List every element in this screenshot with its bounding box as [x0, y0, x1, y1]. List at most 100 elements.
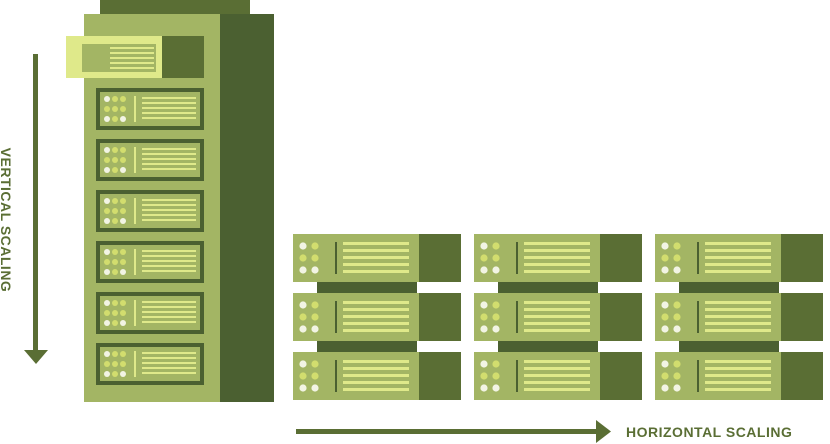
status-led: [299, 242, 307, 250]
status-led: [299, 372, 307, 380]
status-led: [112, 167, 118, 173]
status-led: [311, 372, 319, 380]
status-led: [311, 266, 319, 274]
horizontal-unit-stripe: [524, 249, 590, 252]
horizontal-unit-stripe: [524, 360, 590, 363]
tower-unit-stripe: [142, 97, 196, 99]
highlighted-unit-stripe: [110, 47, 154, 49]
status-led: [112, 157, 118, 163]
tower-unit-stripe: [142, 112, 196, 114]
status-led: [480, 372, 488, 380]
horizontal-unit-stripe: [524, 374, 590, 377]
horizontal-unit-stripe: [343, 388, 409, 391]
tower-top-cap: [100, 0, 250, 14]
status-led: [480, 313, 488, 321]
status-led: [311, 242, 319, 250]
highlighted-unit-side: [162, 36, 204, 78]
horizontal-unit-stripe: [705, 249, 771, 252]
horizontal-unit-stripe: [705, 329, 771, 332]
status-led: [104, 249, 110, 255]
horizontal-unit-stripe: [524, 242, 590, 245]
status-led: [112, 269, 118, 275]
tower-unit-stripe: [142, 250, 196, 252]
status-led: [480, 242, 488, 250]
tower-unit-divider: [134, 249, 136, 275]
horizontal-unit-stripe: [343, 249, 409, 252]
status-led: [299, 254, 307, 262]
horizontal-unit-stripe: [524, 308, 590, 311]
status-led: [480, 301, 488, 309]
horizontal-unit-stripe: [524, 301, 590, 304]
status-led: [673, 266, 681, 274]
status-led: [112, 106, 118, 112]
highlighted-unit-stripe: [110, 57, 154, 59]
horizontal-unit-stripe: [524, 256, 590, 259]
status-led: [673, 384, 681, 392]
tower-side-panel: [220, 14, 274, 402]
status-led: [104, 351, 110, 357]
horizontal-unit-divider: [516, 242, 518, 274]
status-led: [480, 384, 488, 392]
status-led: [104, 167, 110, 173]
status-led: [120, 351, 126, 357]
status-led: [120, 198, 126, 204]
tower-unit-stripe: [142, 168, 196, 170]
highlighted-unit-stripe: [110, 67, 154, 69]
status-led: [120, 106, 126, 112]
status-led: [480, 254, 488, 262]
tower-server-unit: [96, 241, 204, 283]
status-led: [673, 242, 681, 250]
tower-unit-stripe: [142, 357, 196, 359]
tower-unit-stripe: [142, 107, 196, 109]
status-led: [112, 371, 118, 377]
horizontal-unit-stripe: [524, 315, 590, 318]
tower-unit-stripe: [142, 204, 196, 206]
status-led: [299, 301, 307, 309]
status-led: [104, 310, 110, 316]
horizontal-unit-stripe: [705, 263, 771, 266]
horizontal-unit-stripe: [524, 367, 590, 370]
status-led: [120, 300, 126, 306]
status-led: [661, 242, 669, 250]
status-led: [492, 301, 500, 309]
horizontal-unit-divider: [697, 360, 699, 392]
tower-unit-stripe: [142, 265, 196, 267]
horizontal-unit-side: [600, 293, 642, 341]
horizontal-unit-stripe: [705, 360, 771, 363]
status-led: [104, 300, 110, 306]
status-led: [120, 361, 126, 367]
horizontal-unit-stripe: [343, 308, 409, 311]
horizontal-unit-divider: [697, 242, 699, 274]
status-led: [661, 266, 669, 274]
tower-unit-stripe: [142, 148, 196, 150]
status-led: [661, 254, 669, 262]
tower-unit-stripe: [142, 306, 196, 308]
status-led: [661, 360, 669, 368]
status-led: [120, 116, 126, 122]
horizontal-unit-stripe: [705, 381, 771, 384]
status-led: [104, 106, 110, 112]
tower-unit-stripe: [142, 153, 196, 155]
horizontal-unit-side: [781, 234, 823, 282]
horizontal-unit-divider: [516, 301, 518, 333]
horizontal-unit-stripe: [705, 242, 771, 245]
status-led: [104, 259, 110, 265]
status-led: [661, 384, 669, 392]
status-led: [299, 313, 307, 321]
vertical-scaling-label: VERTICAL SCALING: [0, 147, 14, 293]
status-led: [492, 325, 500, 333]
status-led: [673, 254, 681, 262]
status-led: [311, 325, 319, 333]
horizontal-unit-divider: [697, 301, 699, 333]
status-led: [299, 325, 307, 333]
horizontal-unit-stripe: [524, 381, 590, 384]
horizontal-unit-stripe: [343, 256, 409, 259]
status-led: [112, 310, 118, 316]
status-led: [120, 310, 126, 316]
status-led: [104, 198, 110, 204]
tower-unit-stripe: [142, 321, 196, 323]
status-led: [492, 266, 500, 274]
tower-unit-stripe: [142, 316, 196, 318]
status-led: [112, 116, 118, 122]
